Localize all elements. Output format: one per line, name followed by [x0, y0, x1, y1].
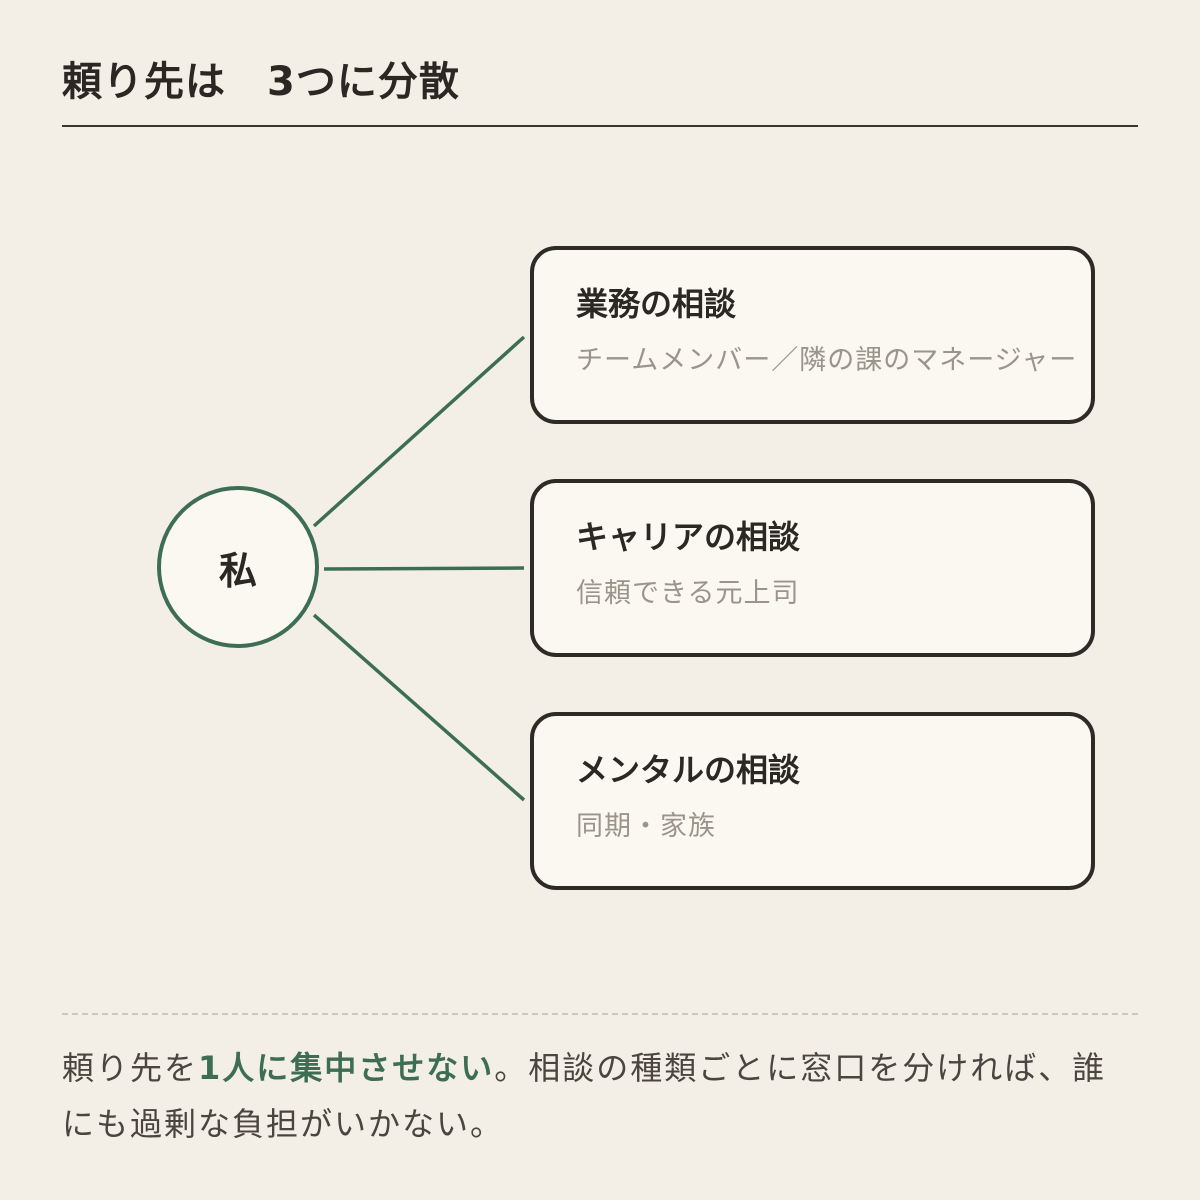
footer-emphasis: 1人に集中させない [198, 1049, 495, 1087]
self-node-label: 私 [218, 548, 257, 593]
footer-text-start: 頼り先を [62, 1049, 199, 1087]
footer-note: 頼り先を1人に集中させない。相談の種類ごとに窓口を分ければ、誰にも過剰な負担がい… [62, 1040, 1138, 1152]
card-title: 業務の相談 [576, 285, 737, 323]
dashed-divider [62, 1013, 1138, 1015]
title-underline [62, 125, 1138, 127]
card-title: メンタルの相談 [576, 751, 801, 789]
self-node: 私 [157, 486, 319, 648]
connector-line-mental [312, 613, 526, 802]
card-career-consultation: キャリアの相談 信頼できる元上司 [530, 479, 1095, 657]
card-subtitle: チームメンバー／隣の課のマネージャー [576, 345, 1078, 376]
card-subtitle: 信頼できる元上司 [576, 578, 800, 609]
page-title: 頼り先は 3つに分散 [62, 59, 460, 105]
card-mental-consultation: メンタルの相談 同期・家族 [530, 712, 1095, 890]
card-work-consultation: 業務の相談 チームメンバー／隣の課のマネージャー [530, 246, 1095, 424]
footer-text-end: 。相談の種類ごとに窓口を分ければ、誰にも過剰な負担がいかない。 [62, 1049, 1107, 1143]
connector-line-career [323, 566, 525, 571]
connector-line-work [312, 335, 526, 528]
card-subtitle: 同期・家族 [576, 811, 716, 842]
card-title: キャリアの相談 [576, 518, 801, 556]
